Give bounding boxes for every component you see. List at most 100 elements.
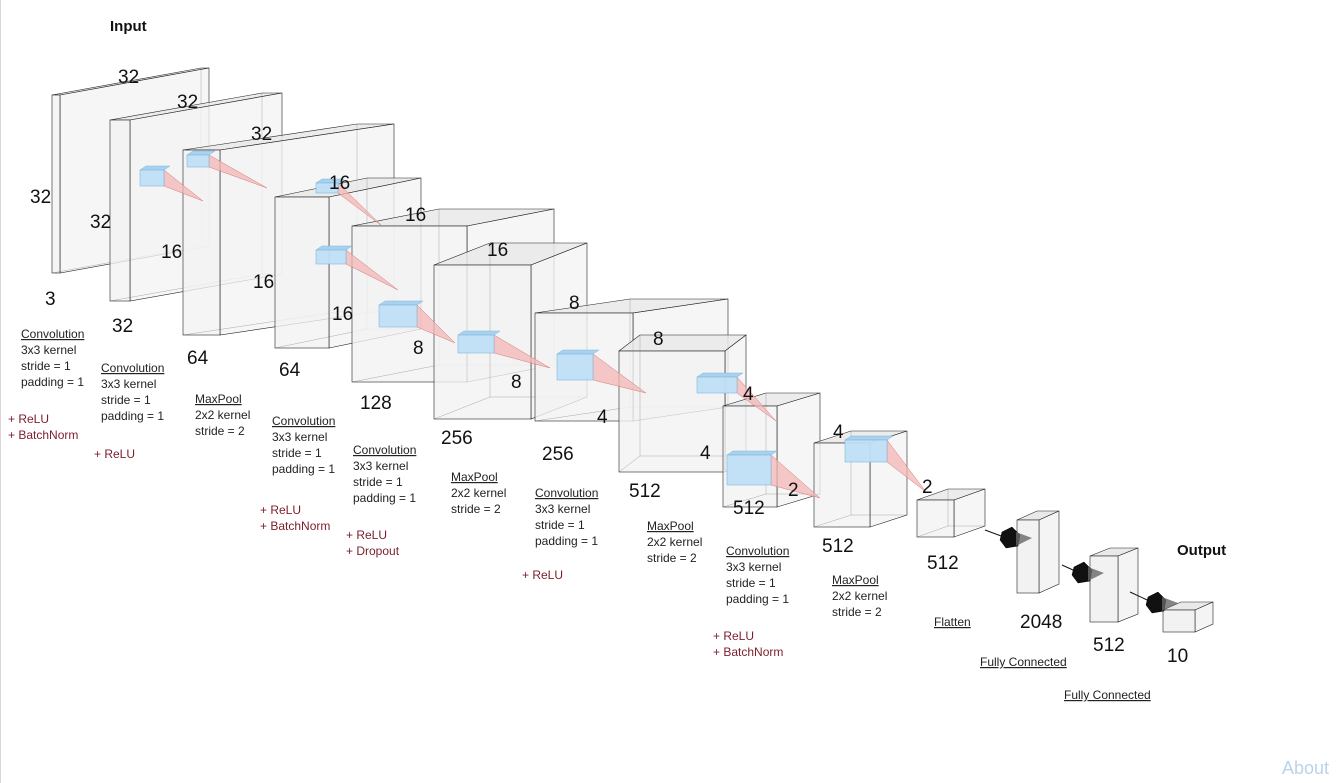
fc-connector-node [999, 526, 1021, 549]
operation-labels-group: Convolution 3x3 kernel stride = 1 padding =… [8, 327, 1151, 702]
operation-parameter: 2x2 kernel [451, 486, 506, 500]
fc-connector-arrowhead [1088, 567, 1104, 581]
operation-parameter: stride = 2 [647, 551, 697, 565]
layer-height-label: 4 [700, 443, 711, 464]
layer-box-hidden-edge [618, 455, 641, 473]
layer-width-label: 2 [922, 477, 933, 498]
layer-height-label: 2 [788, 480, 799, 501]
layer-box-front-face [916, 499, 955, 538]
layer-depth-label: 512 [733, 498, 765, 519]
layer-width-label: 16 [405, 205, 426, 226]
kernel-front-face [726, 454, 772, 486]
fc-size-label: 512 [1093, 635, 1125, 656]
layer-box-hidden-edge [722, 493, 767, 508]
layer-depth-label: 64 [187, 348, 209, 369]
kernel-6 [457, 330, 551, 369]
kernel-front-face [844, 439, 888, 463]
operation-parameter: stride = 1 [272, 446, 322, 460]
operation-parameter: 3x3 kernel [272, 430, 327, 444]
kernel-8 [696, 372, 777, 422]
operation-extra: + BatchNorm [8, 428, 78, 442]
operation-extra: + ReLU [713, 629, 754, 643]
operation-extra: + ReLU [8, 412, 49, 426]
kernel-front-face [315, 182, 339, 194]
operation-extra: + ReLU [522, 568, 563, 582]
operation-title: MaxPool [195, 392, 242, 406]
kernel-front-face [378, 304, 418, 328]
operation-parameter: padding = 1 [21, 375, 84, 389]
operation-parameter: 2x2 kernel [195, 408, 250, 422]
operation-title: Fully Connected [980, 655, 1067, 669]
layer-depth-label: 512 [629, 481, 661, 502]
layer-box-hidden-edge [351, 364, 440, 383]
kernel-1 [139, 165, 204, 202]
fc-connector-3 [1129, 591, 1178, 614]
fc-size-label: 2048 [1020, 612, 1062, 633]
operation-extra: + ReLU [260, 503, 301, 517]
titles-group: Input Output [110, 18, 1226, 559]
operation-label-12: Fully Connected [980, 655, 1067, 669]
operation-extra: + BatchNorm [260, 519, 330, 533]
operation-parameter: padding = 1 [101, 409, 164, 423]
operation-parameter: padding = 1 [726, 592, 789, 606]
kernel-front-face [556, 353, 594, 381]
layer-width-label: 32 [118, 67, 139, 88]
layer-box-front-face [274, 196, 330, 349]
operation-extra: + ReLU [346, 528, 387, 542]
fc-box-front-face [1016, 519, 1040, 594]
fc-box-side-face [1117, 547, 1139, 623]
operation-extra: + Dropout [346, 544, 400, 558]
layer-box-hidden-edge [433, 396, 491, 420]
operation-extra: + ReLU [94, 447, 135, 461]
layer-height-label: 8 [413, 338, 424, 359]
operation-parameter: 3x3 kernel [535, 502, 590, 516]
output-title: Output [1177, 542, 1226, 559]
operation-title: Convolution [353, 443, 416, 457]
operation-parameter: stride = 1 [535, 518, 585, 532]
operation-title: MaxPool [451, 470, 498, 484]
layer-width-label: 16 [329, 173, 350, 194]
kernel-top-face [696, 372, 744, 378]
operation-title: Convolution [535, 486, 598, 500]
operation-label-13: Fully Connected [1064, 688, 1151, 702]
kernel-9 [726, 450, 821, 499]
operation-label-11: Flatten [934, 615, 971, 629]
layer-width-label: 8 [569, 293, 580, 314]
fc-box-front-face [1162, 609, 1196, 633]
kernel-top-face [378, 300, 424, 306]
layer-height-label: 16 [332, 304, 353, 325]
layer-depth-label: 256 [542, 444, 574, 465]
about-link[interactable]: About [1281, 758, 1329, 778]
kernel-7 [556, 349, 647, 394]
fc-box-2 [1089, 547, 1139, 623]
kernel-top-face [844, 435, 894, 441]
layer-box-front-face [51, 94, 61, 274]
layer-depth-label: 512 [927, 553, 959, 574]
layer-depth-label: 128 [360, 393, 392, 414]
layer-box-front-face [618, 350, 726, 473]
operation-title: Convolution [726, 544, 789, 558]
operation-parameter: padding = 1 [353, 491, 416, 505]
kernel-front-face [139, 169, 165, 187]
layer-depth-label: 512 [822, 536, 854, 557]
kernel-front-face [696, 376, 738, 394]
layer-width-label: 32 [251, 124, 272, 145]
layer-width-label: 16 [487, 240, 508, 261]
operation-parameter: 2x2 kernel [832, 589, 887, 603]
kernel-top-face [556, 349, 600, 355]
layer-width-label: 32 [177, 92, 198, 113]
layer-depth-label: 64 [279, 360, 301, 381]
operation-parameter: padding = 1 [272, 462, 335, 476]
operation-parameter: 3x3 kernel [21, 343, 76, 357]
kernel-3 [315, 178, 383, 227]
layer-box-hidden-edge [916, 525, 949, 538]
kernel-top-face [457, 330, 501, 336]
layer-height-label: 32 [30, 187, 51, 208]
layer-box-hidden-edge [274, 328, 368, 349]
